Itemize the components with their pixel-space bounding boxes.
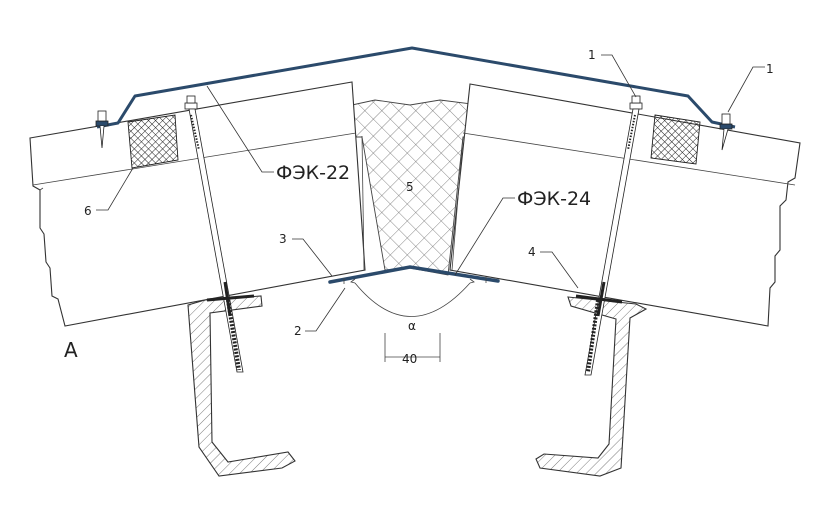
leader-fek22 <box>206 85 274 173</box>
label-fek22: ФЭК-22 <box>276 162 350 184</box>
leader-1-left <box>601 54 637 98</box>
outer-ridge-flashing <box>96 46 736 129</box>
label-dimension: 40 <box>402 352 417 366</box>
leader-1-right <box>727 66 765 113</box>
label-1-right: 1 <box>766 62 774 76</box>
right-purlin <box>535 296 648 477</box>
left-long-bolt <box>184 95 255 373</box>
dimension-40 <box>384 333 441 362</box>
label-fek24: ФЭК-24 <box>517 188 591 210</box>
inner-ridge-flashing <box>328 265 500 284</box>
leader-4 <box>540 251 579 289</box>
label-3: 3 <box>279 232 287 246</box>
label-5: 5 <box>406 180 414 194</box>
right-short-screw <box>719 113 733 151</box>
left-sandwich-panel <box>29 81 366 327</box>
view-letter: А <box>64 338 78 362</box>
left-wool-insert <box>127 114 179 169</box>
left-purlin <box>187 295 296 477</box>
right-long-bolt <box>575 95 643 376</box>
leader-fek24 <box>454 197 515 276</box>
leader-2 <box>305 287 346 332</box>
right-wool-insert <box>650 114 701 165</box>
leader-3 <box>292 238 333 277</box>
left-short-screw <box>95 110 109 149</box>
label-2: 2 <box>294 324 302 338</box>
leader-6 <box>96 167 134 211</box>
label-1-left: 1 <box>588 48 596 62</box>
label-4: 4 <box>528 245 536 259</box>
label-alpha: α <box>408 319 416 333</box>
angle-arc <box>354 282 471 317</box>
label-6: 6 <box>84 204 92 218</box>
right-sandwich-panel <box>449 83 801 327</box>
